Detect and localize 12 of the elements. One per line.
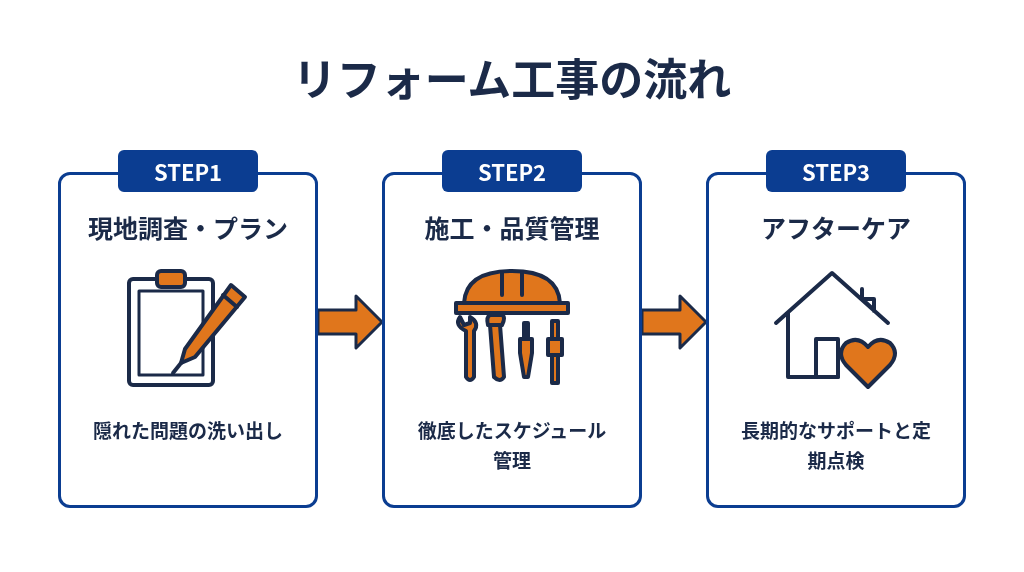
step-description: 長期的なサポートと定期点検 [740,414,932,475]
step-heading: 現地調査・プラン [88,209,288,247]
step-description: 徹底したスケジュール管理 [416,414,608,475]
step-badge: STEP2 [442,150,582,192]
step-description: 隠れた問題の洗い出し [92,414,284,445]
step-badge: STEP3 [766,150,906,192]
arrow [640,294,708,350]
title: リフォーム工事の流れ [292,50,732,105]
step-heading: アフターケア [761,209,911,247]
step-badge: STEP1 [118,150,258,192]
step-heading: 施工・品質管理 [424,209,600,247]
arrow [316,294,384,350]
